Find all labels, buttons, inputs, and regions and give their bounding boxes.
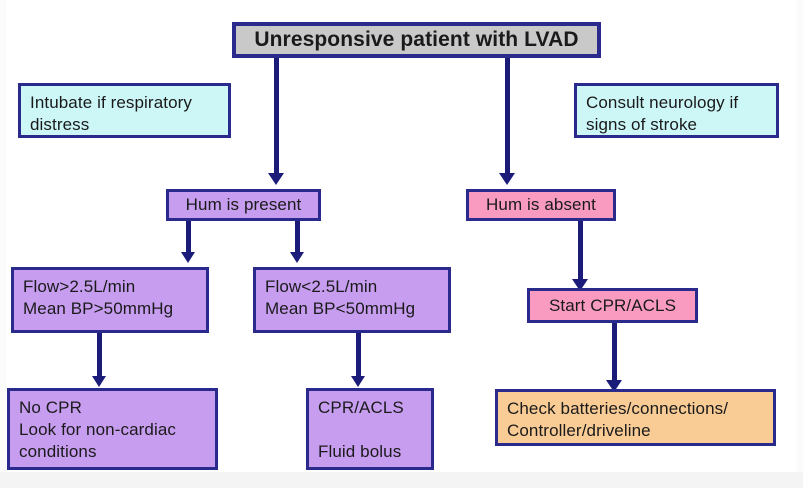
arrowhead-root-to-hum-present <box>268 173 284 185</box>
arrowhead-flow-high-to-no-cpr <box>92 376 106 387</box>
node-consult-neurology[interactable]: Consult neurology if signs of stroke <box>574 83 779 138</box>
left-margin-strip <box>0 0 6 500</box>
node-root[interactable]: Unresponsive patient with LVAD <box>232 22 601 58</box>
arrowhead-flow-low-to-cpr-acls <box>351 376 365 387</box>
node-intubate[interactable]: Intubate if respiratory distress <box>18 83 231 138</box>
bottom-margin-strip-inner <box>0 488 803 500</box>
arrowhead-hum-present-to-flow-low <box>290 252 304 263</box>
arrowhead-hum-present-to-flow-high <box>181 252 195 263</box>
node-check-batteries[interactable]: Check batteries/connections/ Controller/… <box>495 389 776 446</box>
node-flow-high[interactable]: Flow>2.5L/min Mean BP>50mmHg <box>11 267 209 333</box>
node-start-cpr[interactable]: Start CPR/ACLS <box>527 288 698 323</box>
connector-root-to-hum-present <box>274 58 279 173</box>
connector-hum-present-to-flow-high <box>186 220 191 252</box>
connector-hum-present-to-flow-low <box>295 220 300 252</box>
node-flow-low[interactable]: Flow<2.5L/min Mean BP<50mmHg <box>253 267 451 333</box>
node-hum-present[interactable]: Hum is present <box>166 189 321 221</box>
node-cpr-acls[interactable]: CPR/ACLS Fluid bolus <box>306 388 434 470</box>
connector-root-to-hum-absent <box>505 58 510 173</box>
node-no-cpr[interactable]: No CPR Look for non-cardiac conditions <box>7 388 218 470</box>
arrowhead-root-to-hum-absent <box>499 173 515 185</box>
connector-flow-high-to-no-cpr <box>97 332 102 376</box>
connector-flow-low-to-cpr-acls <box>356 332 361 376</box>
connector-start-cpr-to-check-batteries <box>612 322 617 380</box>
right-margin-strip <box>797 0 803 500</box>
connector-hum-absent-to-start-cpr <box>578 220 583 279</box>
node-hum-absent[interactable]: Hum is absent <box>466 189 616 221</box>
